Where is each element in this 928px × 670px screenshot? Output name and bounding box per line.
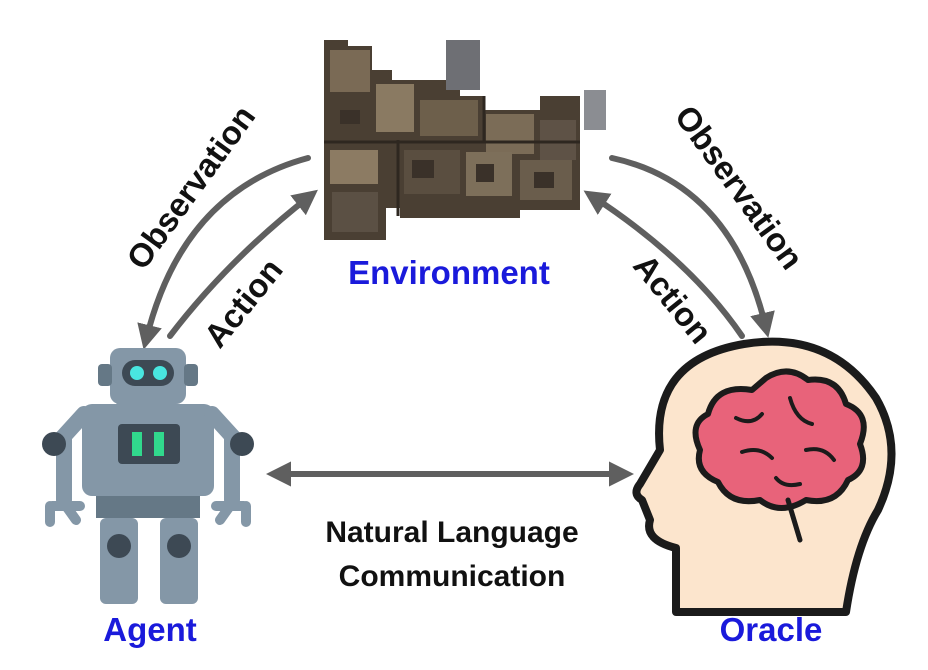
agent-label: Agent — [103, 611, 197, 648]
right-action-arrow — [583, 190, 745, 339]
arrows — [137, 155, 775, 487]
communication-label-line2: Communication — [339, 560, 566, 593]
right-observation-arrow — [609, 155, 775, 338]
left-observation-arrow — [137, 155, 311, 350]
left-action-arrow — [167, 189, 318, 339]
human-head-brain-icon — [632, 337, 896, 616]
communication-label-line1: Natural Language — [325, 516, 578, 549]
left-action-label: Action — [196, 251, 289, 354]
right-action-label: Action — [626, 247, 719, 350]
oracle-label: Oracle — [720, 611, 823, 648]
robot-icon — [42, 348, 254, 604]
environment-floorplan-icon — [324, 40, 606, 240]
environment-label: Environment — [348, 254, 550, 291]
